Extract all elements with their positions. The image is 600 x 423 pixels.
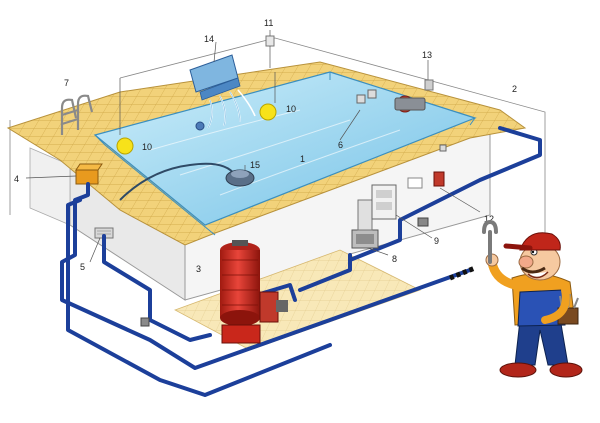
label-2: 2	[512, 84, 517, 94]
cleaner-hose	[119, 162, 236, 201]
water-ripple	[149, 109, 401, 196]
valve-box	[417, 217, 429, 227]
plumber-nose	[518, 255, 534, 269]
pipe-network	[60, 126, 542, 397]
sand-filter	[220, 240, 261, 344]
pool-ladder	[60, 94, 94, 135]
underwater-light-right	[259, 103, 277, 121]
label-5: 5	[80, 262, 85, 272]
label-12: 12	[484, 214, 494, 224]
label-3: 3	[196, 264, 201, 274]
label-7: 7	[64, 78, 69, 88]
plumber-smile	[527, 271, 549, 279]
leader-lines	[25, 30, 481, 263]
label-14: 14	[204, 34, 214, 44]
pool-inner-edge	[94, 72, 476, 236]
return-hose-end	[449, 265, 476, 281]
label-1: 1	[300, 154, 305, 164]
label-13: 13	[422, 50, 432, 60]
skimmer	[75, 169, 99, 185]
plumber-eye-pupil	[531, 250, 535, 254]
heater-unit	[351, 199, 379, 249]
label-11: 11	[264, 18, 273, 28]
label-10-right: 10	[286, 104, 296, 114]
plumber-shoe-left	[499, 362, 537, 378]
light-post	[265, 35, 275, 47]
label-4: 4	[14, 174, 19, 184]
pool-cleaner-top	[231, 170, 249, 178]
label-9: 9	[434, 236, 439, 246]
filter-pump	[259, 291, 288, 323]
label-15: 15	[250, 160, 260, 170]
electrical-box	[407, 171, 445, 189]
wrench-icon	[482, 219, 498, 264]
skimmer-rim	[75, 163, 103, 171]
plumber-mustache	[521, 266, 546, 274]
waterfall-feature	[189, 54, 256, 129]
plumber-arm-right	[541, 286, 570, 324]
counter-current-unit	[394, 79, 434, 113]
label-10-left: 10	[142, 142, 152, 152]
label-8: 8	[392, 254, 397, 264]
plumber-shoe-right	[549, 362, 583, 378]
underwater-light-left	[116, 137, 134, 155]
plumber-cap-brim	[503, 243, 533, 251]
drain-fitting	[195, 121, 205, 131]
label-6: 6	[338, 140, 343, 150]
plumber-character	[482, 219, 583, 378]
pipe-fitting	[140, 317, 150, 327]
control-panel	[371, 184, 397, 220]
wall-fittings	[356, 89, 447, 152]
